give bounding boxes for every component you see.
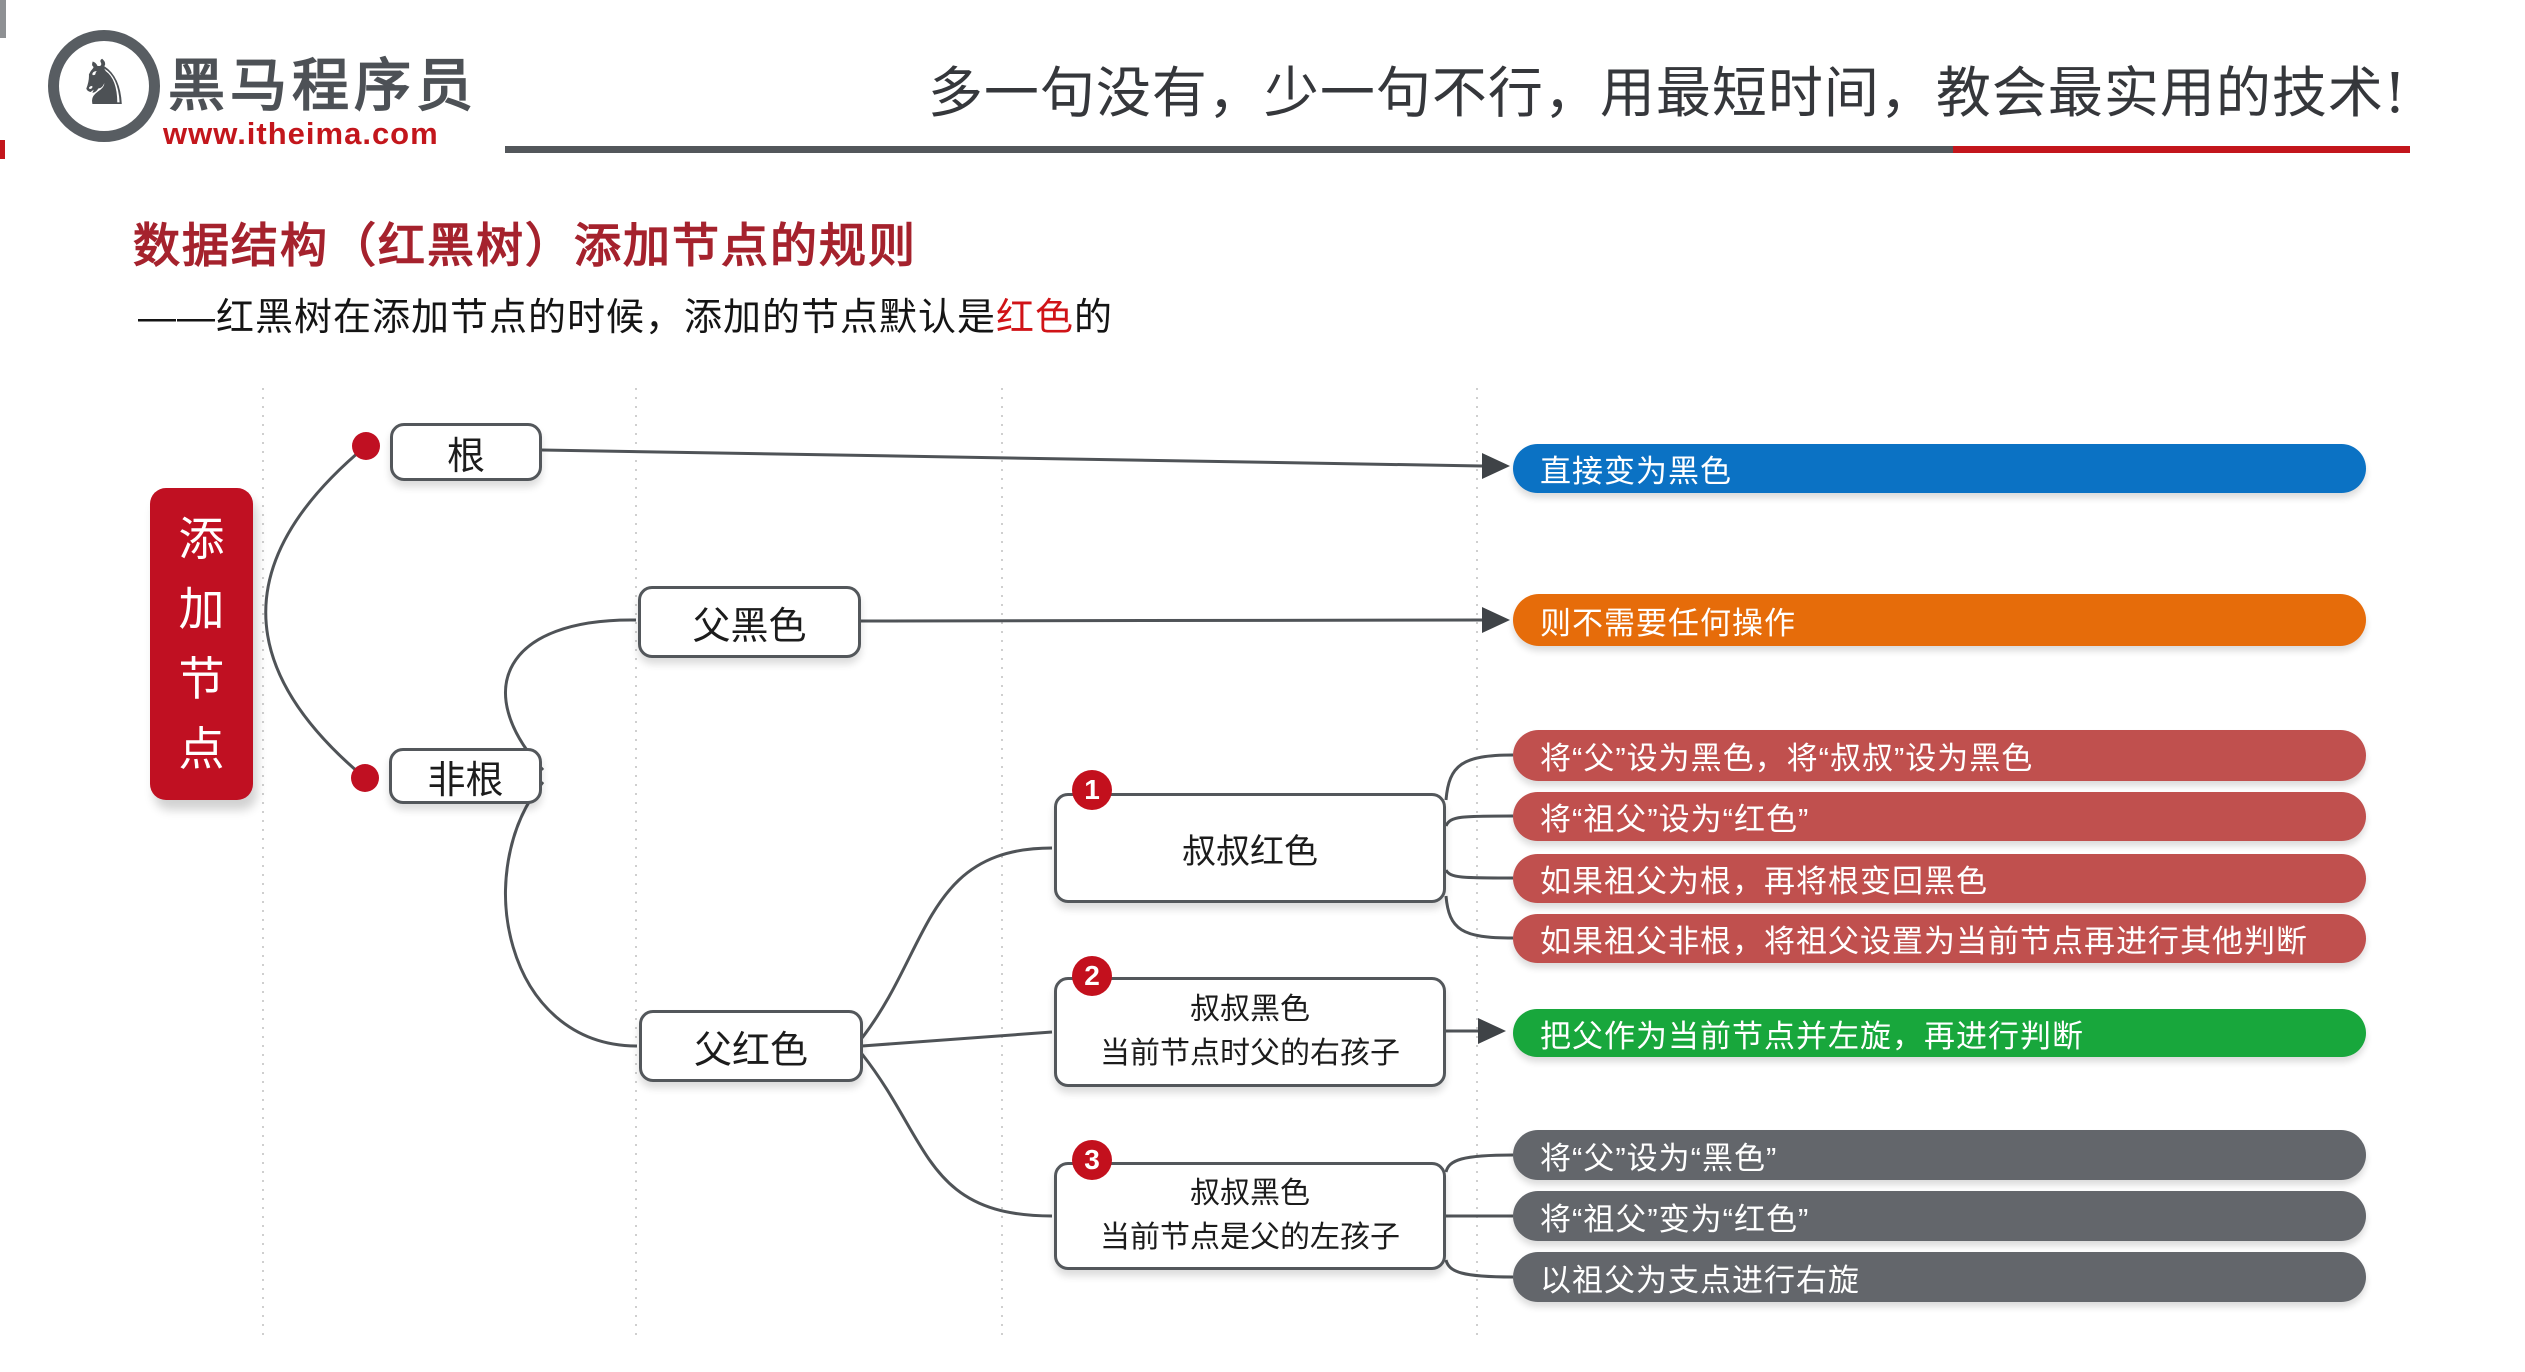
- node-label: 叔叔红色: [1182, 832, 1318, 871]
- subtitle-highlight: 红色: [996, 297, 1075, 339]
- node-label: 叔叔黑色: [1190, 993, 1310, 1026]
- node-label: 非根: [427, 759, 504, 802]
- badge-3: 3: [1072, 1140, 1112, 1180]
- edge-artifact-red: [0, 140, 5, 159]
- root-topic-add-node: 添 加 节 点: [150, 488, 253, 800]
- bar-case1-step3: 如果祖父为根，再将根变回黑色: [1513, 854, 2366, 903]
- node-sublabel: 当前节点是父的左孩子: [1100, 1221, 1400, 1254]
- brand-website: www.itheima.com: [163, 116, 439, 151]
- node-root-case: 根: [390, 423, 542, 481]
- subtitle-lead: ——红黑树在添加节点的时候，添加的节点默认是: [138, 297, 997, 339]
- node-case3-uncle-black-left: 叔叔黑色 当前节点是父的左孩子: [1054, 1162, 1446, 1270]
- bar-case3-step1: 将“父”设为“黑色”: [1513, 1130, 2366, 1180]
- node-label: 父红色: [693, 1029, 808, 1072]
- bar-case2-action: 把父作为当前节点并左旋，再进行判断: [1513, 1009, 2366, 1057]
- bar-no-action: 则不需要任何操作: [1513, 594, 2366, 646]
- node-sublabel: 当前节点时父的右孩子: [1100, 1037, 1400, 1070]
- horse-icon: ♞: [76, 49, 132, 118]
- node-label: 根: [446, 435, 485, 478]
- bar-case1-step4: 如果祖父非根，将祖父设置为当前节点再进行其他判断: [1513, 914, 2366, 963]
- bar-case1-step2: 将“祖父”设为“红色”: [1513, 792, 2366, 841]
- subtitle-tail: 的: [1074, 297, 1114, 339]
- bar-case3-step3: 以祖父为支点进行右旋: [1513, 1252, 2366, 1302]
- badge-2: 2: [1072, 956, 1112, 996]
- page-subtitle: ——红黑树在添加节点的时候，添加的节点默认是红色的: [138, 286, 1113, 341]
- slogan-text: 多一句没有，少一句不行，用最短时间，教会最实用的技术!: [927, 61, 2407, 125]
- header-rule-gray: [505, 146, 1953, 153]
- page-title: 数据结构（红黑树）添加节点的规则: [133, 219, 917, 272]
- node-nonroot-case: 非根: [389, 748, 542, 804]
- node-label: 父黑色: [692, 605, 807, 648]
- node-parent-red: 父红色: [639, 1010, 863, 1082]
- badge-1: 1: [1072, 770, 1112, 810]
- edge-artifact-gray: [0, 0, 6, 38]
- node-label: 叔叔黑色: [1190, 1177, 1310, 1210]
- bar-case3-step2: 将“祖父”变为“红色”: [1513, 1191, 2366, 1241]
- node-case2-uncle-black-right: 叔叔黑色 当前节点时父的右孩子: [1054, 977, 1446, 1087]
- bar-root-action: 直接变为黑色: [1513, 444, 2366, 493]
- itheima-logo: ♞: [48, 30, 160, 142]
- bar-case1-step1: 将“父”设为黑色，将“叔叔”设为黑色: [1513, 730, 2366, 781]
- brand-name: 黑马程序员: [168, 54, 478, 118]
- root-topic-label: 添 加 节 点: [178, 513, 225, 775]
- node-case1-uncle-red: 叔叔红色: [1054, 793, 1446, 903]
- header-rule-red: [1953, 146, 2410, 153]
- node-parent-black: 父黑色: [638, 586, 861, 658]
